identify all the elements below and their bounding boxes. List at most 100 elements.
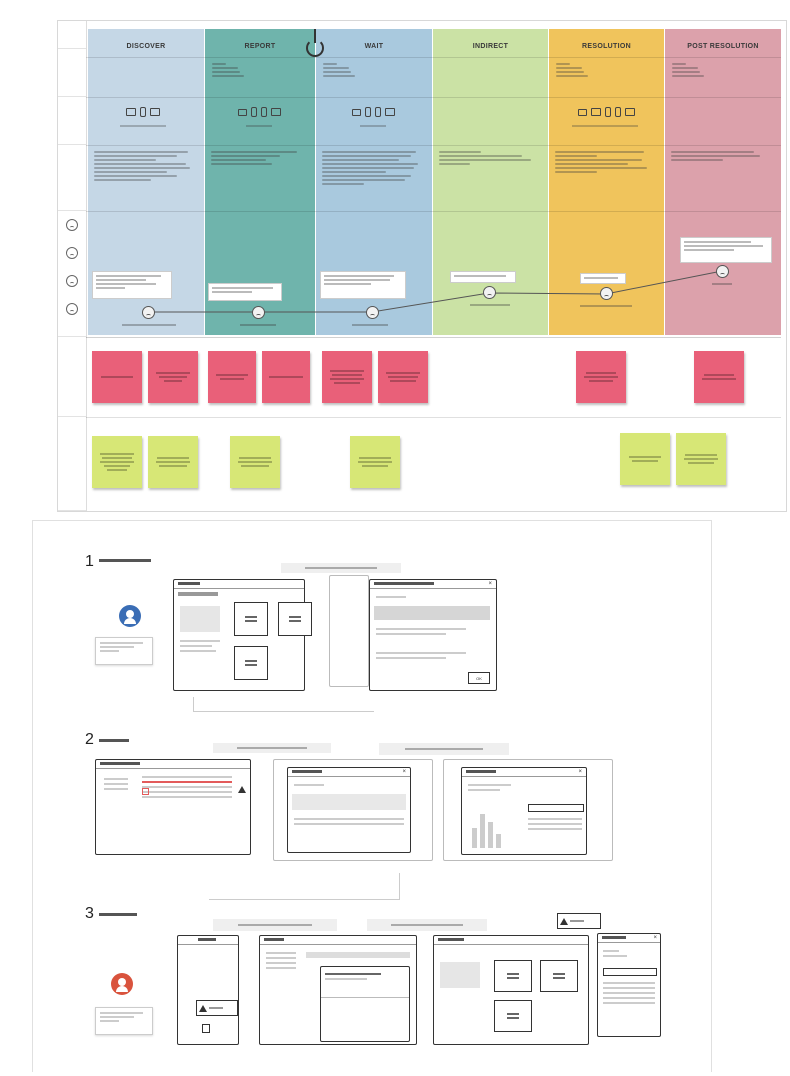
quote-bubble bbox=[208, 283, 282, 301]
actor-list bbox=[556, 63, 592, 77]
row-divider bbox=[86, 417, 781, 418]
actions-list bbox=[322, 151, 426, 185]
form-lines bbox=[468, 784, 522, 791]
channel-caption bbox=[246, 125, 272, 127]
sad-face-icon bbox=[600, 287, 613, 300]
opportunity-sticky bbox=[92, 436, 142, 488]
wireflow-panel: 1 × OK 2 × bbox=[32, 520, 712, 1072]
phone-icon bbox=[374, 107, 381, 117]
form-lines bbox=[294, 818, 404, 825]
browser-icon bbox=[126, 108, 136, 116]
row-divider bbox=[86, 211, 781, 212]
sad-face-icon bbox=[252, 306, 265, 319]
dialog-titlebar bbox=[462, 768, 586, 777]
dropdown-select[interactable] bbox=[603, 968, 657, 976]
emotion-scale-icon bbox=[66, 275, 78, 287]
quote-bubble bbox=[580, 273, 626, 284]
stage-title: POST RESOLUTION bbox=[687, 43, 759, 50]
screen-wireframe bbox=[259, 935, 417, 1045]
alert-toast[interactable] bbox=[196, 1000, 238, 1016]
browser-icon bbox=[590, 108, 601, 116]
window-titlebar bbox=[178, 936, 238, 945]
emotion-label bbox=[470, 304, 510, 306]
step-number: 2 bbox=[85, 731, 94, 748]
window-titlebar bbox=[96, 760, 250, 769]
actions-list bbox=[555, 151, 659, 173]
dialog-titlebar bbox=[288, 768, 410, 777]
close-icon[interactable]: × bbox=[653, 935, 657, 941]
stage-column-post-resolution: POST RESOLUTION bbox=[665, 29, 781, 335]
sad-face-icon bbox=[716, 265, 729, 278]
screen-wireframe bbox=[433, 935, 589, 1045]
desktop-icon bbox=[150, 108, 160, 116]
actor-list bbox=[672, 63, 708, 77]
sync-icon bbox=[250, 107, 257, 117]
selected-row[interactable] bbox=[374, 606, 490, 620]
form-lines bbox=[325, 973, 395, 980]
option-tile[interactable] bbox=[494, 1000, 532, 1032]
desktop-icon bbox=[384, 108, 395, 116]
row-divider bbox=[86, 145, 781, 146]
trash-icon[interactable] bbox=[202, 1024, 210, 1033]
refresh-icon bbox=[306, 39, 324, 57]
flow-connector bbox=[193, 697, 374, 712]
quote-bubble bbox=[320, 271, 406, 299]
image-placeholder bbox=[440, 962, 480, 988]
step-title-bar bbox=[99, 559, 151, 562]
form-lines bbox=[376, 628, 476, 635]
pain-point-sticky bbox=[694, 351, 744, 403]
text-lines bbox=[180, 640, 220, 652]
row-label-opportunities bbox=[58, 417, 86, 511]
desktop-icon bbox=[270, 108, 281, 116]
option-tile[interactable] bbox=[234, 602, 268, 636]
opportunity-sticky bbox=[148, 436, 198, 488]
row-label-channel bbox=[58, 97, 86, 145]
panel-titlebar bbox=[598, 934, 660, 943]
dialog-wireframe: × bbox=[287, 767, 411, 853]
step-number: 1 bbox=[85, 553, 94, 570]
warning-icon bbox=[238, 786, 246, 793]
step-title-bar bbox=[99, 739, 129, 742]
step-title-bar bbox=[99, 913, 137, 916]
close-icon[interactable]: × bbox=[488, 581, 492, 587]
actor-list bbox=[212, 63, 248, 77]
stage-column-indirect: INDIRECT bbox=[433, 29, 548, 335]
sync-icon bbox=[364, 107, 371, 117]
opportunity-sticky bbox=[620, 433, 670, 485]
phone-icon bbox=[614, 107, 621, 117]
emotion-label bbox=[352, 324, 388, 326]
screen-wireframe bbox=[95, 759, 251, 855]
sad-face-icon bbox=[142, 306, 155, 319]
pain-point-sticky bbox=[378, 351, 428, 403]
dialog-wireframe: × bbox=[461, 767, 587, 855]
pain-point-sticky bbox=[576, 351, 626, 403]
stage-title: RESOLUTION bbox=[582, 43, 631, 50]
option-tile[interactable] bbox=[234, 646, 268, 680]
close-icon[interactable]: × bbox=[402, 769, 406, 775]
row-divider bbox=[86, 97, 781, 98]
option-tile[interactable] bbox=[494, 960, 532, 992]
dropdown-select[interactable] bbox=[528, 804, 584, 812]
flow-annotation bbox=[367, 919, 487, 931]
form-lines bbox=[603, 950, 643, 957]
row-label-actions bbox=[58, 145, 86, 211]
channel-caption bbox=[120, 125, 166, 127]
emotion-label bbox=[712, 283, 732, 285]
row-label-actor bbox=[58, 49, 86, 97]
divider bbox=[321, 997, 409, 998]
option-tile[interactable] bbox=[278, 602, 312, 636]
emotion-curve bbox=[148, 270, 723, 313]
sync-icon bbox=[604, 107, 611, 117]
phone-icon bbox=[260, 107, 267, 117]
mail-icon bbox=[577, 108, 587, 116]
emotion-scale-icon bbox=[66, 247, 78, 259]
nav-lines bbox=[266, 952, 296, 969]
warning-icon bbox=[560, 917, 568, 925]
list-row-checkbox[interactable] bbox=[142, 788, 149, 795]
list-lines bbox=[142, 776, 242, 798]
option-tile[interactable] bbox=[540, 960, 578, 992]
emotion-scale-icon bbox=[66, 219, 78, 231]
sync-icon bbox=[140, 107, 146, 117]
close-icon[interactable]: × bbox=[578, 769, 582, 775]
ok-button[interactable]: OK bbox=[468, 672, 490, 684]
